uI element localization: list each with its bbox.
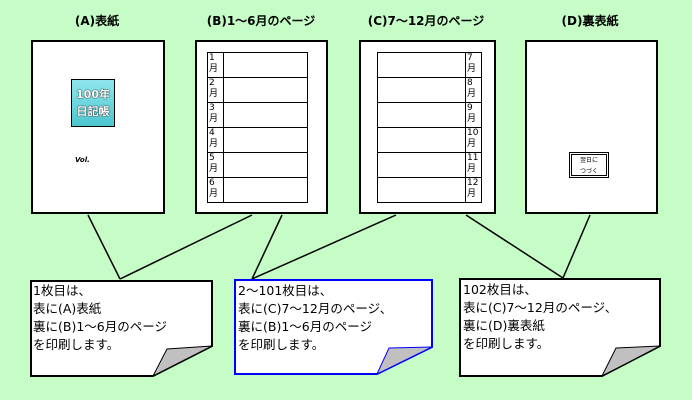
logo-line1: 100年: [76, 88, 110, 101]
note-line: 2～101枚目は、: [238, 283, 333, 298]
month-unit: 月: [209, 189, 219, 199]
note-line: 表に(C)7～12月のページ、: [238, 301, 393, 316]
month-unit: 月: [467, 89, 477, 99]
month-number: 1: [209, 53, 215, 63]
note-line: 102枚目は、: [463, 282, 537, 297]
volume-label: Vol.: [75, 156, 90, 164]
month-number: 2: [209, 78, 215, 88]
diary-logo: 100年 日記帳: [71, 79, 115, 127]
note-line: を印刷します。: [33, 337, 120, 352]
connector-line: [251, 214, 283, 280]
page-cover: 100年 日記帳 Vol.: [31, 40, 165, 214]
month-unit: 月: [467, 189, 477, 199]
note-line: 裏に(B)1～6月のページ: [238, 319, 372, 334]
note-2-shape: [234, 279, 433, 376]
month-unit: 月: [209, 89, 219, 99]
continued-line2: つづく: [579, 168, 598, 175]
note-line: 表に(A)表紙: [33, 301, 102, 316]
month-number: 8: [467, 78, 473, 88]
note-line: 裏に(B)1～6月のページ: [33, 319, 167, 334]
note-3-shape: [459, 278, 661, 378]
note-2: 2～101枚目は、 表に(C)7～12月のページ、 裏に(B)1～6月のページ …: [238, 282, 392, 354]
note-line: を印刷します。: [238, 337, 325, 352]
month-unit: 月: [209, 64, 219, 74]
note-line: 1枚目は、: [33, 283, 91, 298]
month-unit: 月: [467, 114, 477, 124]
month-number: 10: [467, 128, 479, 138]
title-back-cover: (D)裏表紙: [561, 14, 619, 28]
connector-line: [465, 214, 564, 279]
month-number: 11: [467, 153, 479, 163]
connector-line: [87, 214, 121, 280]
note-line: 裏に(D)裏表紙: [463, 318, 545, 333]
connector-line: [119, 214, 253, 280]
title-cover: (A)表紙: [74, 14, 120, 28]
month-unit: 月: [467, 64, 477, 74]
note-3: 102枚目は、 表に(C)7～12月のページ、 裏に(D)裏表紙 を印刷します。: [463, 281, 617, 353]
month-unit: 月: [467, 164, 477, 174]
note-1-shape: [30, 280, 213, 378]
note-line: を印刷します。: [463, 336, 550, 351]
month-number: 4: [209, 128, 215, 138]
month-number: 5: [209, 153, 215, 163]
connector-line: [251, 214, 397, 280]
continued-box: 翌日に つづく: [569, 152, 609, 178]
month-number: 7: [467, 53, 473, 63]
title-jul-dec: (C)7～12月のページ: [367, 14, 485, 28]
month-unit: 月: [209, 139, 219, 149]
note-1: 1枚目は、 表に(A)表紙 裏に(B)1～6月のページ を印刷します。: [33, 282, 167, 354]
month-unit: 月: [467, 139, 477, 149]
month-number: 9: [467, 103, 473, 113]
note-line: 表に(C)7～12月のページ、: [463, 300, 618, 315]
month-unit: 月: [209, 164, 219, 174]
connector-line: [562, 214, 591, 279]
month-number: 3: [209, 103, 215, 113]
title-jan-jun: (B)1～6月のページ: [206, 14, 316, 28]
month-number: 12: [467, 178, 479, 188]
month-number: 6: [209, 178, 215, 188]
logo-line2: 日記帳: [76, 105, 110, 118]
month-unit: 月: [209, 114, 219, 124]
continued-line1: 翌日に: [579, 157, 598, 164]
page-back-cover: 翌日に つづく: [525, 40, 658, 214]
